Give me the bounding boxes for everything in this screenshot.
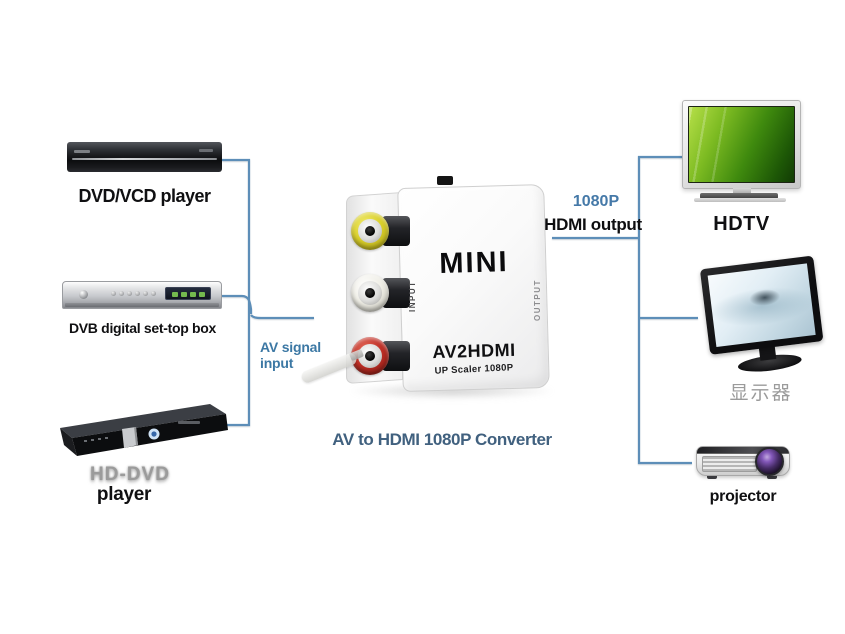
av-signal-input-annotation: AV signal input <box>260 339 321 371</box>
hd-dvd-left-face <box>60 428 77 456</box>
dvd-player-image <box>67 142 222 172</box>
dvd-player-label: DVD/VCD player <box>78 186 211 206</box>
hd-dvd-player-image <box>60 404 228 456</box>
converter-caption: AV to HDMI 1080P Converter <box>332 430 552 449</box>
hd-dvd-silver-band-shade <box>134 427 138 445</box>
dvd-player-logo <box>74 150 90 153</box>
monitor-frame <box>699 255 824 355</box>
projector-foot <box>707 476 717 479</box>
dvd-player-tray-line <box>72 158 217 160</box>
set-top-box-button <box>119 291 124 296</box>
connector-av-branch <box>250 314 314 320</box>
output-1080p-annotation: 1080P <box>572 193 620 210</box>
set-top-box-display <box>165 287 211 300</box>
set-top-box-button <box>127 291 132 296</box>
monitor-label: 显示器 <box>729 383 793 404</box>
display-segment <box>172 292 178 297</box>
set-top-box-button <box>143 291 148 296</box>
hdtv-image <box>682 100 801 189</box>
rca-metal-ring <box>358 219 382 243</box>
connector-dvb-stub <box>222 294 253 314</box>
hd-dvd-label-line2: player <box>96 484 152 505</box>
projector-top-stripe <box>697 447 789 454</box>
converter-model-text: AV2HDMI <box>432 339 516 363</box>
projector-image <box>696 446 790 479</box>
hdtv-stand-base-plate <box>694 198 786 202</box>
set-top-box-button <box>135 291 140 296</box>
hd-dvd-label-line1: HD-DVD <box>90 464 170 485</box>
converter-brand-logo: MINI <box>438 246 510 280</box>
connector-right-main <box>637 155 692 465</box>
rca-jack-video-yellow-icon <box>351 212 389 250</box>
hdtv-stand-base <box>700 193 778 199</box>
dvd-player-badge <box>199 149 213 152</box>
rca-jack-audio-white-icon <box>351 274 389 312</box>
rca-metal-ring <box>358 281 382 305</box>
hd-dvd-top-face <box>60 404 226 438</box>
rca-center-hole <box>365 351 375 361</box>
set-top-box-label: DVB digital set-top box <box>68 320 217 336</box>
projector-lens-icon <box>755 447 784 476</box>
display-segment <box>199 292 205 297</box>
hd-dvd-lens-core <box>151 431 157 437</box>
monitor-screen <box>707 263 816 348</box>
display-segment <box>181 292 187 297</box>
set-top-box-bottom-strip <box>65 303 219 307</box>
hdtv-stand-neck <box>733 188 751 194</box>
hdtv-screen <box>688 106 795 183</box>
projector-label: projector <box>709 488 777 505</box>
hdtv-label: HDTV <box>713 213 770 235</box>
converter-top-switch <box>437 176 453 185</box>
projector-foot <box>767 476 777 479</box>
converter-output-side-label: OUTPUT <box>533 279 542 321</box>
set-top-box-button <box>111 291 116 296</box>
hd-dvd-silver-band <box>122 427 138 448</box>
set-top-box-button <box>151 291 156 296</box>
monitor-image <box>691 250 836 381</box>
projector-grille <box>702 456 757 472</box>
rca-center-hole <box>365 288 375 298</box>
set-top-box-image <box>62 281 222 309</box>
hdmi-output-annotation: HDMI output <box>544 215 642 234</box>
rca-center-hole <box>365 226 375 236</box>
display-segment <box>190 292 196 297</box>
set-top-box-knob <box>79 290 88 299</box>
